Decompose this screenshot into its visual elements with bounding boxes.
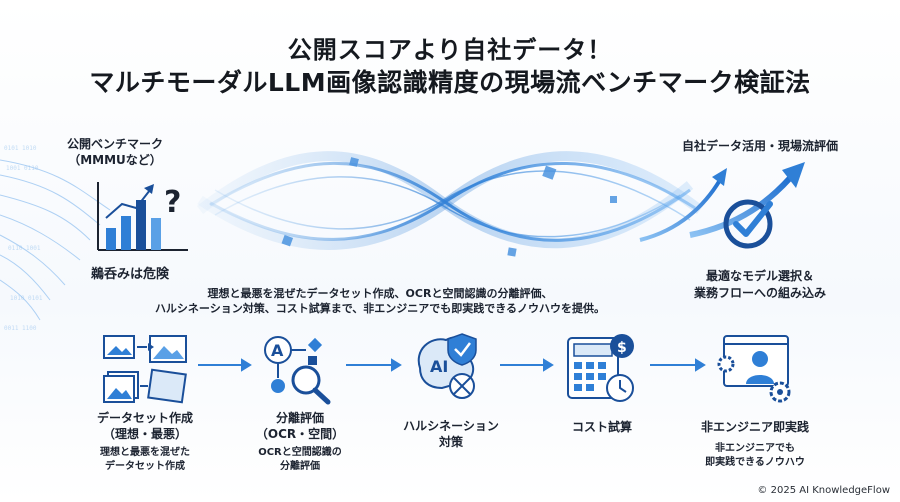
svg-text:0101 1010: 0101 1010 — [4, 145, 37, 152]
left-streaks — [0, 159, 111, 321]
step-2-desc-line-1: OCRと空間認識の — [258, 447, 342, 458]
public-benchmark-label: 公開ベンチマーク （MMMUなど） — [50, 136, 180, 168]
svg-text:0110 1001: 0110 1001 — [8, 245, 41, 252]
step-1-desc-line-2: データセット作成 — [105, 461, 185, 472]
bar-chart-question-icon: ? — [97, 182, 188, 251]
warning-text: 鵜呑みは危険 — [90, 267, 169, 282]
page-title: 公開スコアより自社データ！ マルチモーダルLLM画像認識精度の現場流ベンチマーク… — [0, 34, 900, 100]
arrow-right-icon — [543, 358, 554, 372]
public-benchmark-subtitle: （MMMUなど） — [68, 153, 162, 167]
result-text: 最適なモデル選択＆ 業務フローへの組み込み — [660, 268, 860, 302]
calculator-icon: $ — [567, 334, 634, 402]
result-line-2: 業務フローへの組み込み — [693, 286, 826, 300]
arrow-right-icon — [695, 358, 706, 372]
result-line-1: 最適なモデル選択＆ — [705, 269, 814, 283]
step-3-label: ハルシネーション 対策 — [376, 418, 526, 450]
step-1-subtitle: （理想・最悪） — [102, 427, 187, 441]
binary-digits: 0101 1010 1001 0110 0110 1001 1010 0101 … — [4, 145, 43, 332]
step-3-subtitle: 対策 — [438, 435, 463, 449]
title-line-1: 公開スコアより自社データ！ — [287, 36, 613, 64]
floating-cubes — [281, 157, 617, 257]
step-2-label: 分離評価 （OCR・空間） — [225, 410, 375, 442]
user-gear-icon — [717, 335, 791, 403]
title-line-2: マルチモーダルLLM画像認識精度の現場流ベンチマーク検証法 — [89, 68, 811, 97]
own-data-label: 自社データ活用・現場流評価 — [681, 139, 838, 153]
step-1-desc-line-1: 理想と最悪を混ぜた — [100, 447, 190, 458]
ai-brain-shield-icon: AI — [417, 333, 477, 399]
step-2-desc: OCRと空間認識の 分離評価 — [225, 446, 375, 474]
step-2-desc-line-2: 分離評価 — [280, 461, 320, 472]
copyright-footer: © 2025 AI KnowledgeFlow — [757, 485, 890, 496]
step-4-label: コスト試算 — [571, 420, 632, 434]
svg-text:AI: AI — [430, 357, 448, 376]
arrow-right-icon — [391, 358, 402, 372]
svg-text:1001 0110: 1001 0110 — [6, 165, 39, 172]
step-1-title: データセット作成 — [96, 411, 193, 425]
svg-text:?: ? — [164, 185, 181, 220]
step-5-desc-line-1: 非エンジニアでも — [715, 443, 795, 454]
svg-text:1010 0101: 1010 0101 — [10, 295, 43, 302]
summary-line-2: ハルシネーション対策、コスト試算まで、非エンジニアでも即実践できるノウハウを提供… — [154, 302, 606, 315]
arrow-right-icon — [241, 358, 252, 372]
step-2-subtitle: （OCR・空間） — [255, 427, 345, 441]
step-1-desc: 理想と最悪を混ぜた データセット作成 — [70, 446, 220, 474]
step-3-title: ハルシネーション — [403, 419, 499, 433]
step-5-desc-line-2: 即実践できるノウハウ — [705, 457, 805, 468]
step-1-label: データセット作成 （理想・最悪） — [70, 410, 220, 442]
step-arrows — [198, 358, 706, 372]
image-stack-icon — [103, 335, 187, 404]
step-2-title: 分離評価 — [275, 411, 324, 425]
svg-text:$: $ — [617, 340, 627, 356]
ocr-spatial-icon: A — [264, 336, 331, 405]
central-waves — [196, 151, 704, 250]
summary-text: 理想と最悪を混ぜたデータセット作成、OCRと空間認識の分離評価、 ハルシネーショ… — [100, 286, 660, 316]
step-5-label: 非エンジニア即実践 — [700, 420, 809, 434]
check-circle-icon — [723, 199, 773, 249]
step-5-desc: 非エンジニアでも 即実践できるノウハウ — [680, 442, 830, 470]
svg-text:A: A — [271, 341, 284, 360]
summary-line-1: 理想と最悪を混ぜたデータセット作成、OCRと空間認識の分離評価、 — [207, 287, 553, 300]
svg-text:0011 1100: 0011 1100 — [4, 325, 37, 332]
public-benchmark-title: 公開ベンチマーク — [66, 137, 163, 151]
rising-arrows — [639, 162, 805, 242]
